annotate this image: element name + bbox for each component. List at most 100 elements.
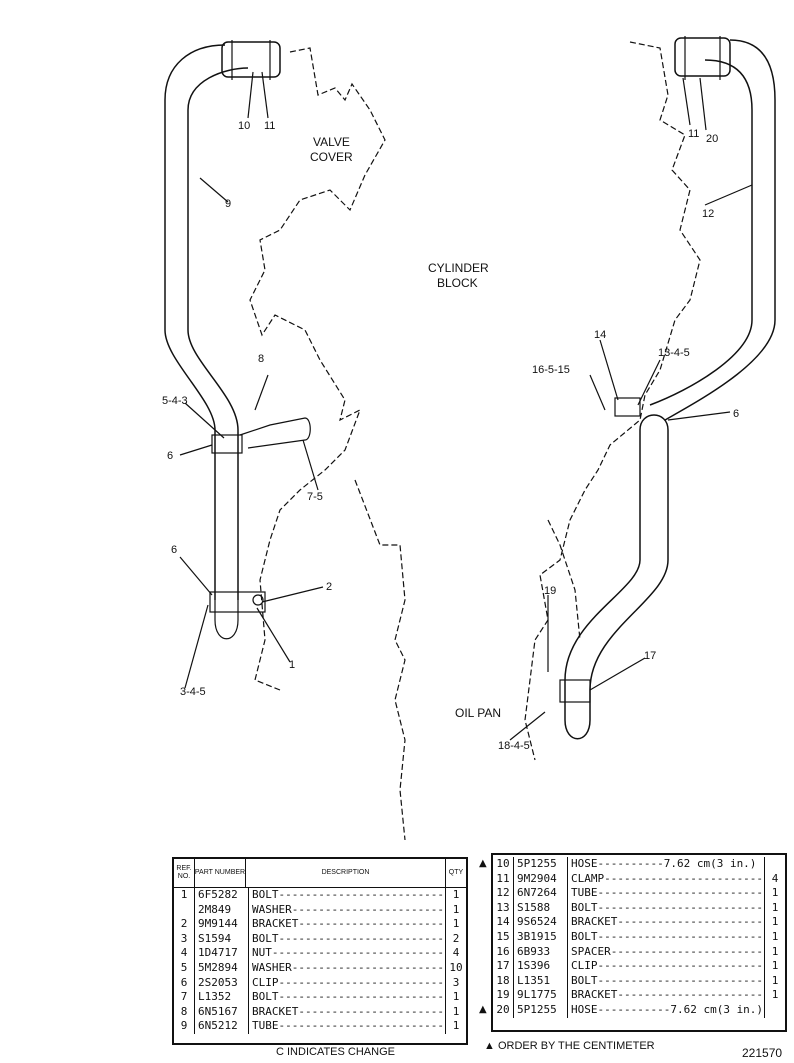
part-number-cell: S1588 [514,900,568,916]
ref-cell: 5 [174,960,195,976]
header-qty: QTY [448,869,464,876]
callout-20: 20 [706,133,718,145]
table-row: 16F5282BOLT-----------------------------… [174,888,466,903]
right-clip-17 [559,679,591,703]
ref-cell: 20 [493,1002,514,1018]
qty-cell: 1 [771,900,779,914]
table-row: 86N5167BRACKET--------------------------… [174,1004,466,1020]
left-tube-lower-end [214,600,239,640]
callout-3-4-5: 3-4-5 [180,686,206,698]
callout-12: 12 [702,208,714,220]
description-cell: BOLT----------------------------- [249,888,446,903]
part-number-cell: 6B933 [514,944,568,960]
ref-cell: 12 [493,886,514,901]
label-cover: COVER [310,150,353,164]
callout-9: 9 [225,198,231,210]
left-bracket-8 [239,417,311,449]
callout-6-upper: 6 [167,450,173,462]
description-cell: BOLT--------------------------- [568,900,765,916]
part-number-cell: 9S6524 [514,915,568,930]
callout-16-5-15: 16-5-15 [532,364,570,376]
callout-5-4-3: 5-4-3 [162,395,188,407]
ref-cell: 4 [174,946,195,961]
qty-cell: 1 [452,1019,460,1033]
part-number-cell: 5P1255 [514,857,568,872]
description-cell: WASHER--------------------------- [249,960,446,976]
left-clip-6-lower [209,591,266,613]
part-number-cell: 6N7264 [514,886,568,901]
part-number-cell: 6F5282 [195,888,249,903]
part-number-cell: S1594 [195,931,249,947]
part-number-cell: 6N5167 [195,1004,249,1020]
qty-cell: 1 [771,944,779,958]
left-bracket-2-bolt [252,594,264,606]
table-row: 41D4717NUT------------------------------… [174,946,466,961]
qty-cell: 1 [452,917,460,931]
description-cell: BOLT----------------------------- [249,990,446,1005]
part-number-cell: L1352 [195,990,249,1005]
qty-cell [765,1003,785,1018]
callout-18-4-5: 18-4-5 [498,740,530,752]
description-cell: BOLT----------------------------- [249,931,446,947]
left-clip-6-upper [211,434,243,454]
qty-cell: 1 [452,990,460,1004]
description-cell: SPACER------------------------- [568,944,765,960]
ref-cell: 7 [174,990,195,1005]
callout-13-4-5: 13-4-5 [658,347,690,359]
qty-cell: 1 [771,915,779,929]
ref-cell: 6 [174,975,195,991]
ref-cell: 11 [493,871,514,887]
ref-cell: 10 [493,857,514,872]
description-cell: BRACKET-------------------------- [249,1004,446,1020]
ref-cell: 9 [174,1019,195,1034]
label-block: BLOCK [437,276,478,290]
table-row: 62S2053CLIP-----------------------------… [174,975,466,991]
part-number-cell: 2M849 [195,902,249,918]
description-cell: NUT------------------------------ [249,946,446,961]
note-indicates-change: C INDICATES CHANGE [276,1046,395,1058]
description-cell: HOSE----------7.62 cm(3 in.) [568,857,765,872]
qty-cell: 1 [771,959,779,973]
qty-cell: 1 [771,886,779,900]
parts-diagram: VALVE COVER CYLINDER BLOCK OIL PAN 10 11… [162,36,776,841]
table-row: 96N5212TUBE-----------------------------… [174,1019,466,1034]
part-number-cell: 5P1255 [514,1002,568,1018]
ref-cell: 17 [493,959,514,974]
callout-6-lower: 6 [171,544,177,556]
parts-table-left-body: 16F5282BOLT-----------------------------… [174,888,466,1034]
parts-table-header: REF. NO. PART NUMBER DESCRIPTION QTY [174,859,466,888]
description-cell: BRACKET------------------------ [568,915,765,930]
right-tube-upper [649,39,776,421]
order-by-cm-mark: ▲ [479,1003,487,1015]
right-bracket-14 [614,397,641,417]
part-number-cell: 6N5212 [195,1019,249,1034]
ref-cell: 19 [493,988,514,1003]
table-row: 29M9144BRACKET--------------------------… [174,917,466,932]
callout-8: 8 [258,353,264,365]
ref-cell: 15 [493,929,514,945]
right-tube-lower [564,414,669,740]
part-number-cell: 9M9144 [195,917,249,932]
label-valve: VALVE [313,135,350,149]
ref-cell: 18 [493,973,514,989]
part-number-cell: L1351 [514,973,568,989]
qty-cell: 3 [452,975,460,989]
header-part-number: PART NUMBER [195,859,246,887]
label-oil-pan: OIL PAN [455,706,501,720]
callout-17: 17 [644,650,656,662]
left-tube-upper [164,44,249,600]
qty-cell: 2 [452,931,460,945]
description-cell: CLAMP-------------------------- [568,871,765,887]
part-number-cell: 1S396 [514,959,568,974]
description-cell: HOSE-----------7.62 cm(3 in.) [568,1002,765,1018]
description-cell: BRACKET-------------------------- [249,917,446,932]
description-cell: BOLT--------------------------- [568,973,765,989]
